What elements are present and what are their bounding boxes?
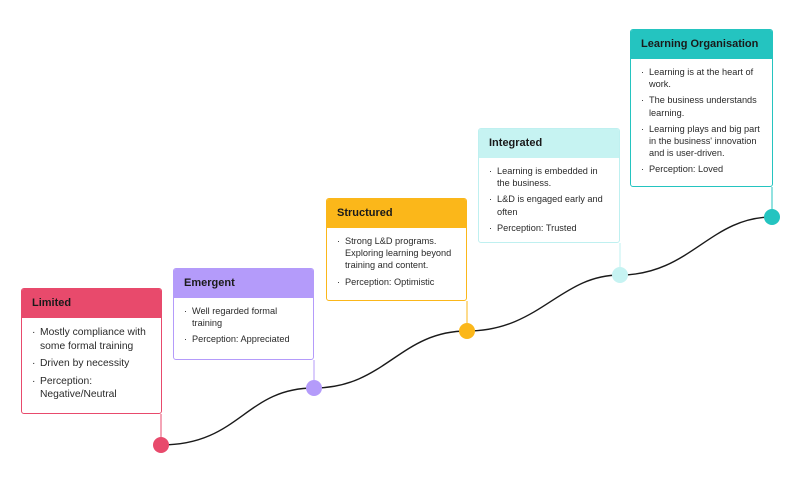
stage-point: Perception: Trusted bbox=[489, 222, 611, 234]
stage-point: Learning is embedded in the business. bbox=[489, 165, 611, 189]
stage-point: The business understands learning. bbox=[641, 94, 764, 118]
stage-point: Perception: Optimistic bbox=[337, 276, 458, 288]
stage-point: Perception: Appreciated bbox=[184, 333, 305, 345]
stage-title: Integrated bbox=[479, 129, 619, 158]
stage-card-structured: Structured Strong L&D programs. Explorin… bbox=[326, 198, 467, 301]
marker-integrated bbox=[612, 267, 628, 283]
stage-card-integrated: Integrated Learning is embedded in the b… bbox=[478, 128, 620, 243]
stage-title: Emergent bbox=[174, 269, 313, 298]
stage-title: Structured bbox=[327, 199, 466, 228]
stage-point: Perception: Loved bbox=[641, 163, 764, 175]
stage-card-emergent: Emergent Well regarded formal training P… bbox=[173, 268, 314, 360]
stage-title: Learning Organisation bbox=[631, 30, 772, 59]
stage-point: Driven by necessity bbox=[32, 357, 153, 371]
stage-point: Learning is at the heart of work. bbox=[641, 66, 764, 90]
stage-card-limited: Limited Mostly compliance with some form… bbox=[21, 288, 162, 414]
marker-limited bbox=[153, 437, 169, 453]
stage-points: Learning is embedded in the business. L&… bbox=[479, 158, 619, 242]
stage-point: Learning plays and big part in the busin… bbox=[641, 123, 764, 160]
stage-point: Mostly compliance with some formal train… bbox=[32, 326, 153, 353]
stage-point: Strong L&D programs. Exploring learning … bbox=[337, 235, 458, 272]
stage-points: Well regarded formal training Perception… bbox=[174, 298, 313, 356]
stage-points: Mostly compliance with some formal train… bbox=[22, 318, 161, 412]
stage-title: Limited bbox=[22, 289, 161, 318]
stage-points: Learning is at the heart of work. The bu… bbox=[631, 59, 772, 186]
marker-learning-organisation bbox=[764, 209, 780, 225]
stage-points: Strong L&D programs. Exploring learning … bbox=[327, 228, 466, 298]
stage-point: Perception: Negative/Neutral bbox=[32, 375, 153, 402]
marker-emergent bbox=[306, 380, 322, 396]
stage-point: Well regarded formal training bbox=[184, 305, 305, 329]
stage-point: L&D is engaged early and often bbox=[489, 193, 611, 217]
marker-structured bbox=[459, 323, 475, 339]
stage-card-learning-organisation: Learning Organisation Learning is at the… bbox=[630, 29, 773, 187]
